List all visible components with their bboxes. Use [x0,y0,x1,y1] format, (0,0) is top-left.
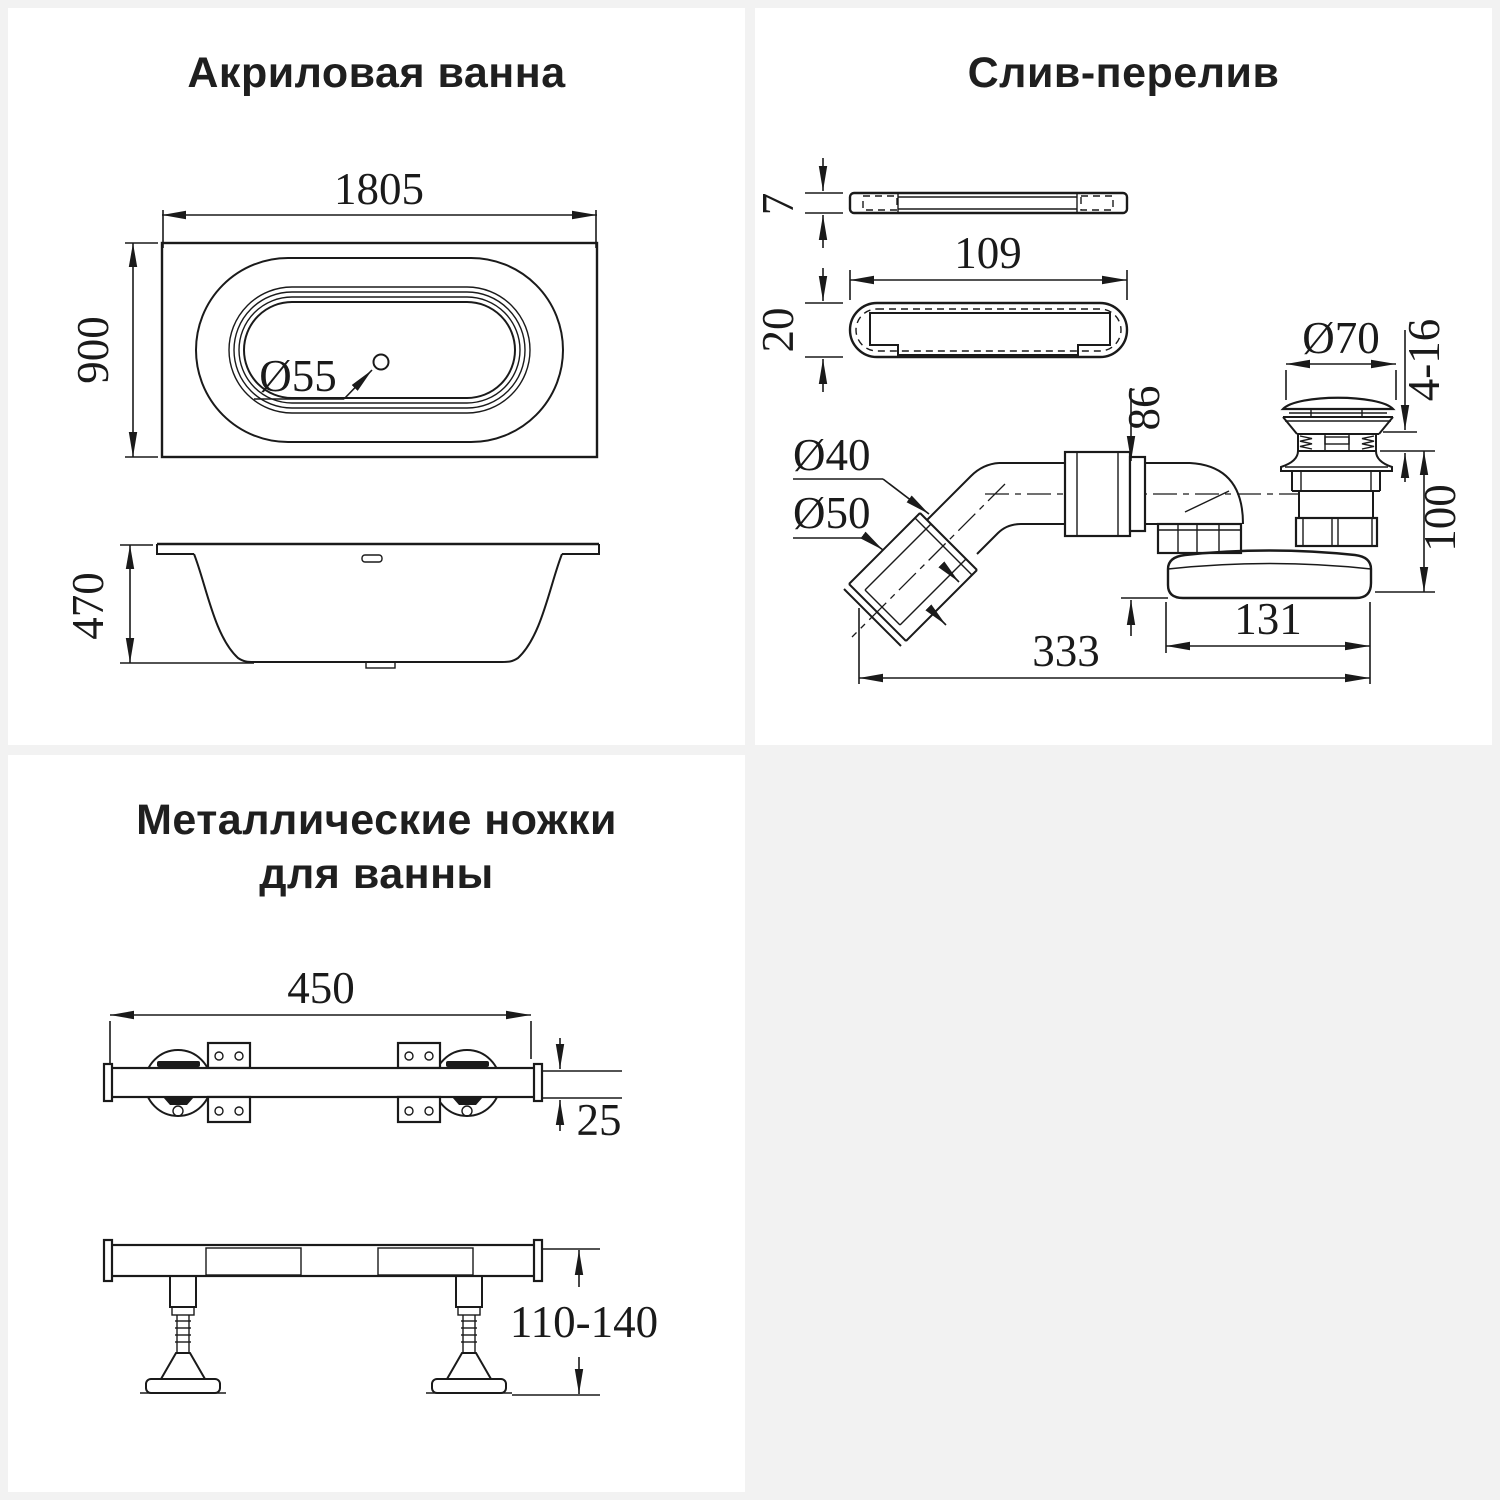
dim-legs-profile: 25 [577,1095,622,1145]
dim-drain-height: 100 [1415,484,1465,552]
overflow-plate-front-view: 109 20 [755,228,1129,392]
panel-drain: Слив-перелив 7 [755,8,1492,745]
panel-legs-title: Металлические ножки для ванны [8,793,745,901]
dim-bathtub-drain: Ø55 [259,351,337,401]
drain-hole [372,353,390,371]
overflow-plate-side-view: 7 [755,158,1129,248]
dim-inlet-height: 86 [1119,386,1169,431]
dim-pipe-inner: Ø40 [793,430,871,480]
dim-legs-height-range: 110-140 [510,1297,658,1347]
dim-total-length: 333 [1032,626,1100,676]
bathtub-drawing: 1805 900 Ø55 [63,164,600,669]
panel-bathtub: Акриловая ванна 1805 900 [8,8,745,745]
drain-outlet [365,661,396,669]
dim-base-length: 131 [1234,594,1302,644]
drain-drawing: 7 109 20 [755,158,1465,684]
dim-cap-diameter: Ø70 [1302,313,1380,363]
legs-top-view: 450 [102,963,622,1145]
legs-front-view: 110-140 [102,1238,658,1396]
dim-plate-thickness: 7 [755,193,803,216]
panel-drain-title: Слив-перелив [967,49,1280,97]
panel-legs-title-line2: для ванны [259,850,494,898]
dim-plate-length: 109 [954,228,1022,278]
panel-legs-title-line1: Металлические ножки [136,796,617,844]
bathtub-side-view: 470 [63,542,600,669]
dim-pipe-outer: Ø50 [793,488,871,538]
dim-legs-length: 450 [287,963,355,1013]
dim-cap-travel: 4-16 [1399,319,1449,402]
dim-plate-height: 20 [755,308,803,353]
panel-bathtub-title: Акриловая ванна [187,49,566,97]
dim-bathtub-length: 1805 [334,164,424,214]
dim-bathtub-width: 900 [68,316,118,384]
drain-assembly: Ø40 Ø50 86 Ø70 [793,313,1465,684]
overflow-slot [361,554,383,563]
dim-bathtub-height: 470 [63,572,113,640]
bathtub-top-view: 1805 900 Ø55 [68,164,599,459]
panel-legs: Металлические ножки для ванны 450 [8,755,745,1492]
legs-drawing: 450 [102,963,658,1396]
